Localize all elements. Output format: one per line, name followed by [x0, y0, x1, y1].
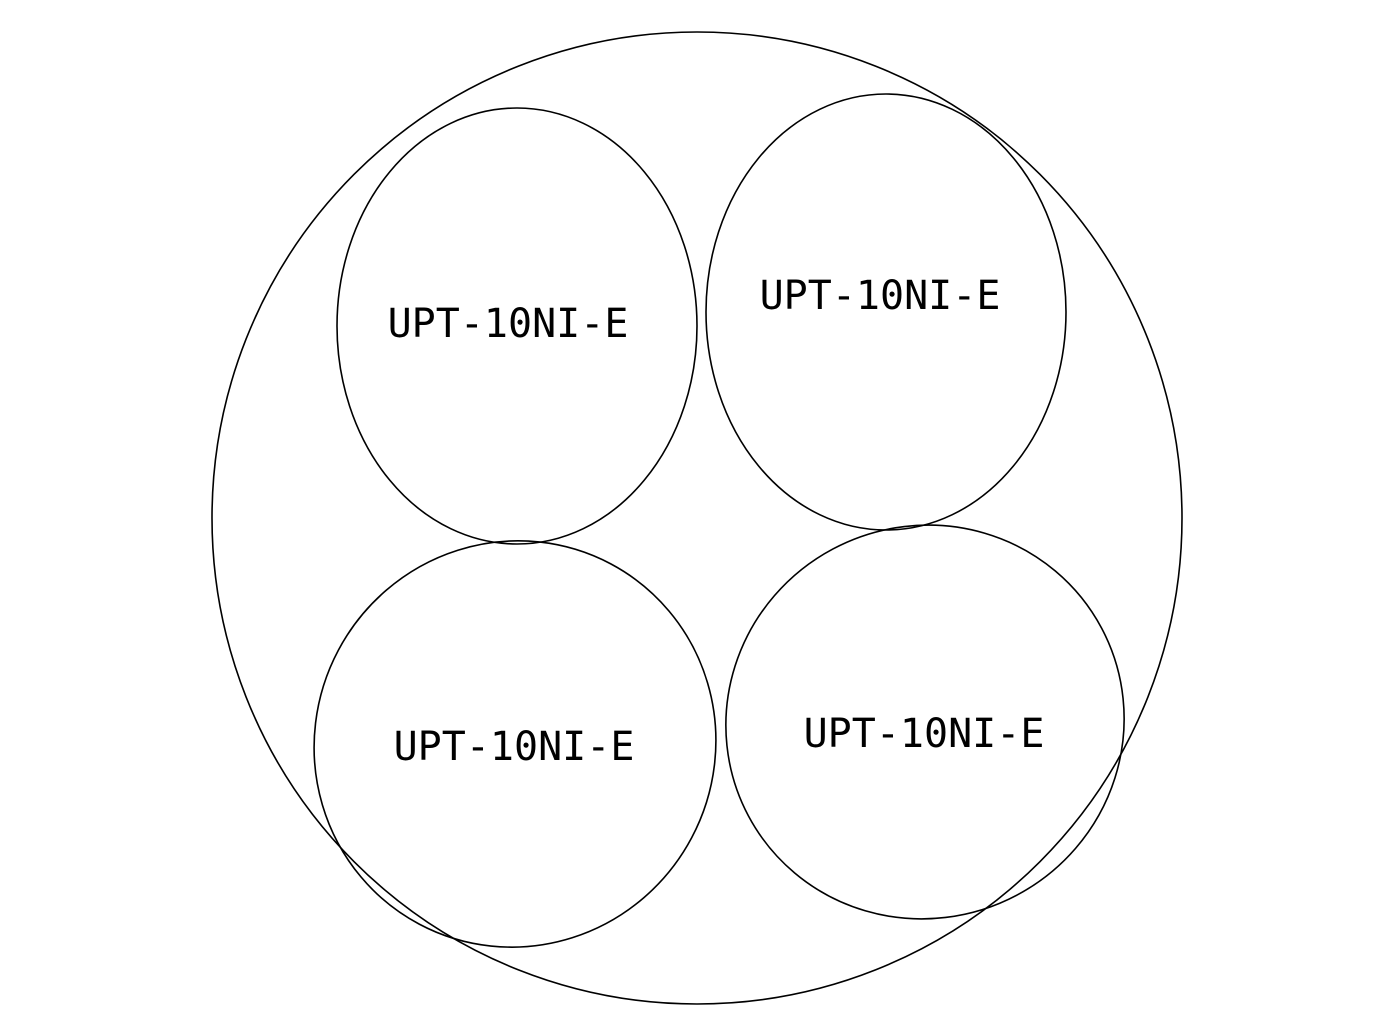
conductor-top-right-label: UPT-10NI-E — [760, 273, 1001, 319]
conductor-bottom-left-label: UPT-10NI-E — [394, 724, 635, 770]
conductor-top-left: UPT-10NI-E — [336, 107, 698, 545]
conductor-top-right: UPT-10NI-E — [705, 93, 1067, 531]
outer-sheath-circle — [211, 31, 1183, 1005]
conductor-bottom-right: UPT-10NI-E — [725, 524, 1125, 920]
conductor-bottom-left: UPT-10NI-E — [313, 540, 717, 948]
conductor-bottom-left-ellipse — [313, 540, 717, 948]
conductor-bottom-right-label: UPT-10NI-E — [804, 711, 1045, 757]
conductor-top-left-label: UPT-10NI-E — [388, 301, 629, 347]
conductor-top-left-ellipse — [336, 107, 698, 545]
conductor-bottom-right-ellipse — [725, 524, 1125, 920]
